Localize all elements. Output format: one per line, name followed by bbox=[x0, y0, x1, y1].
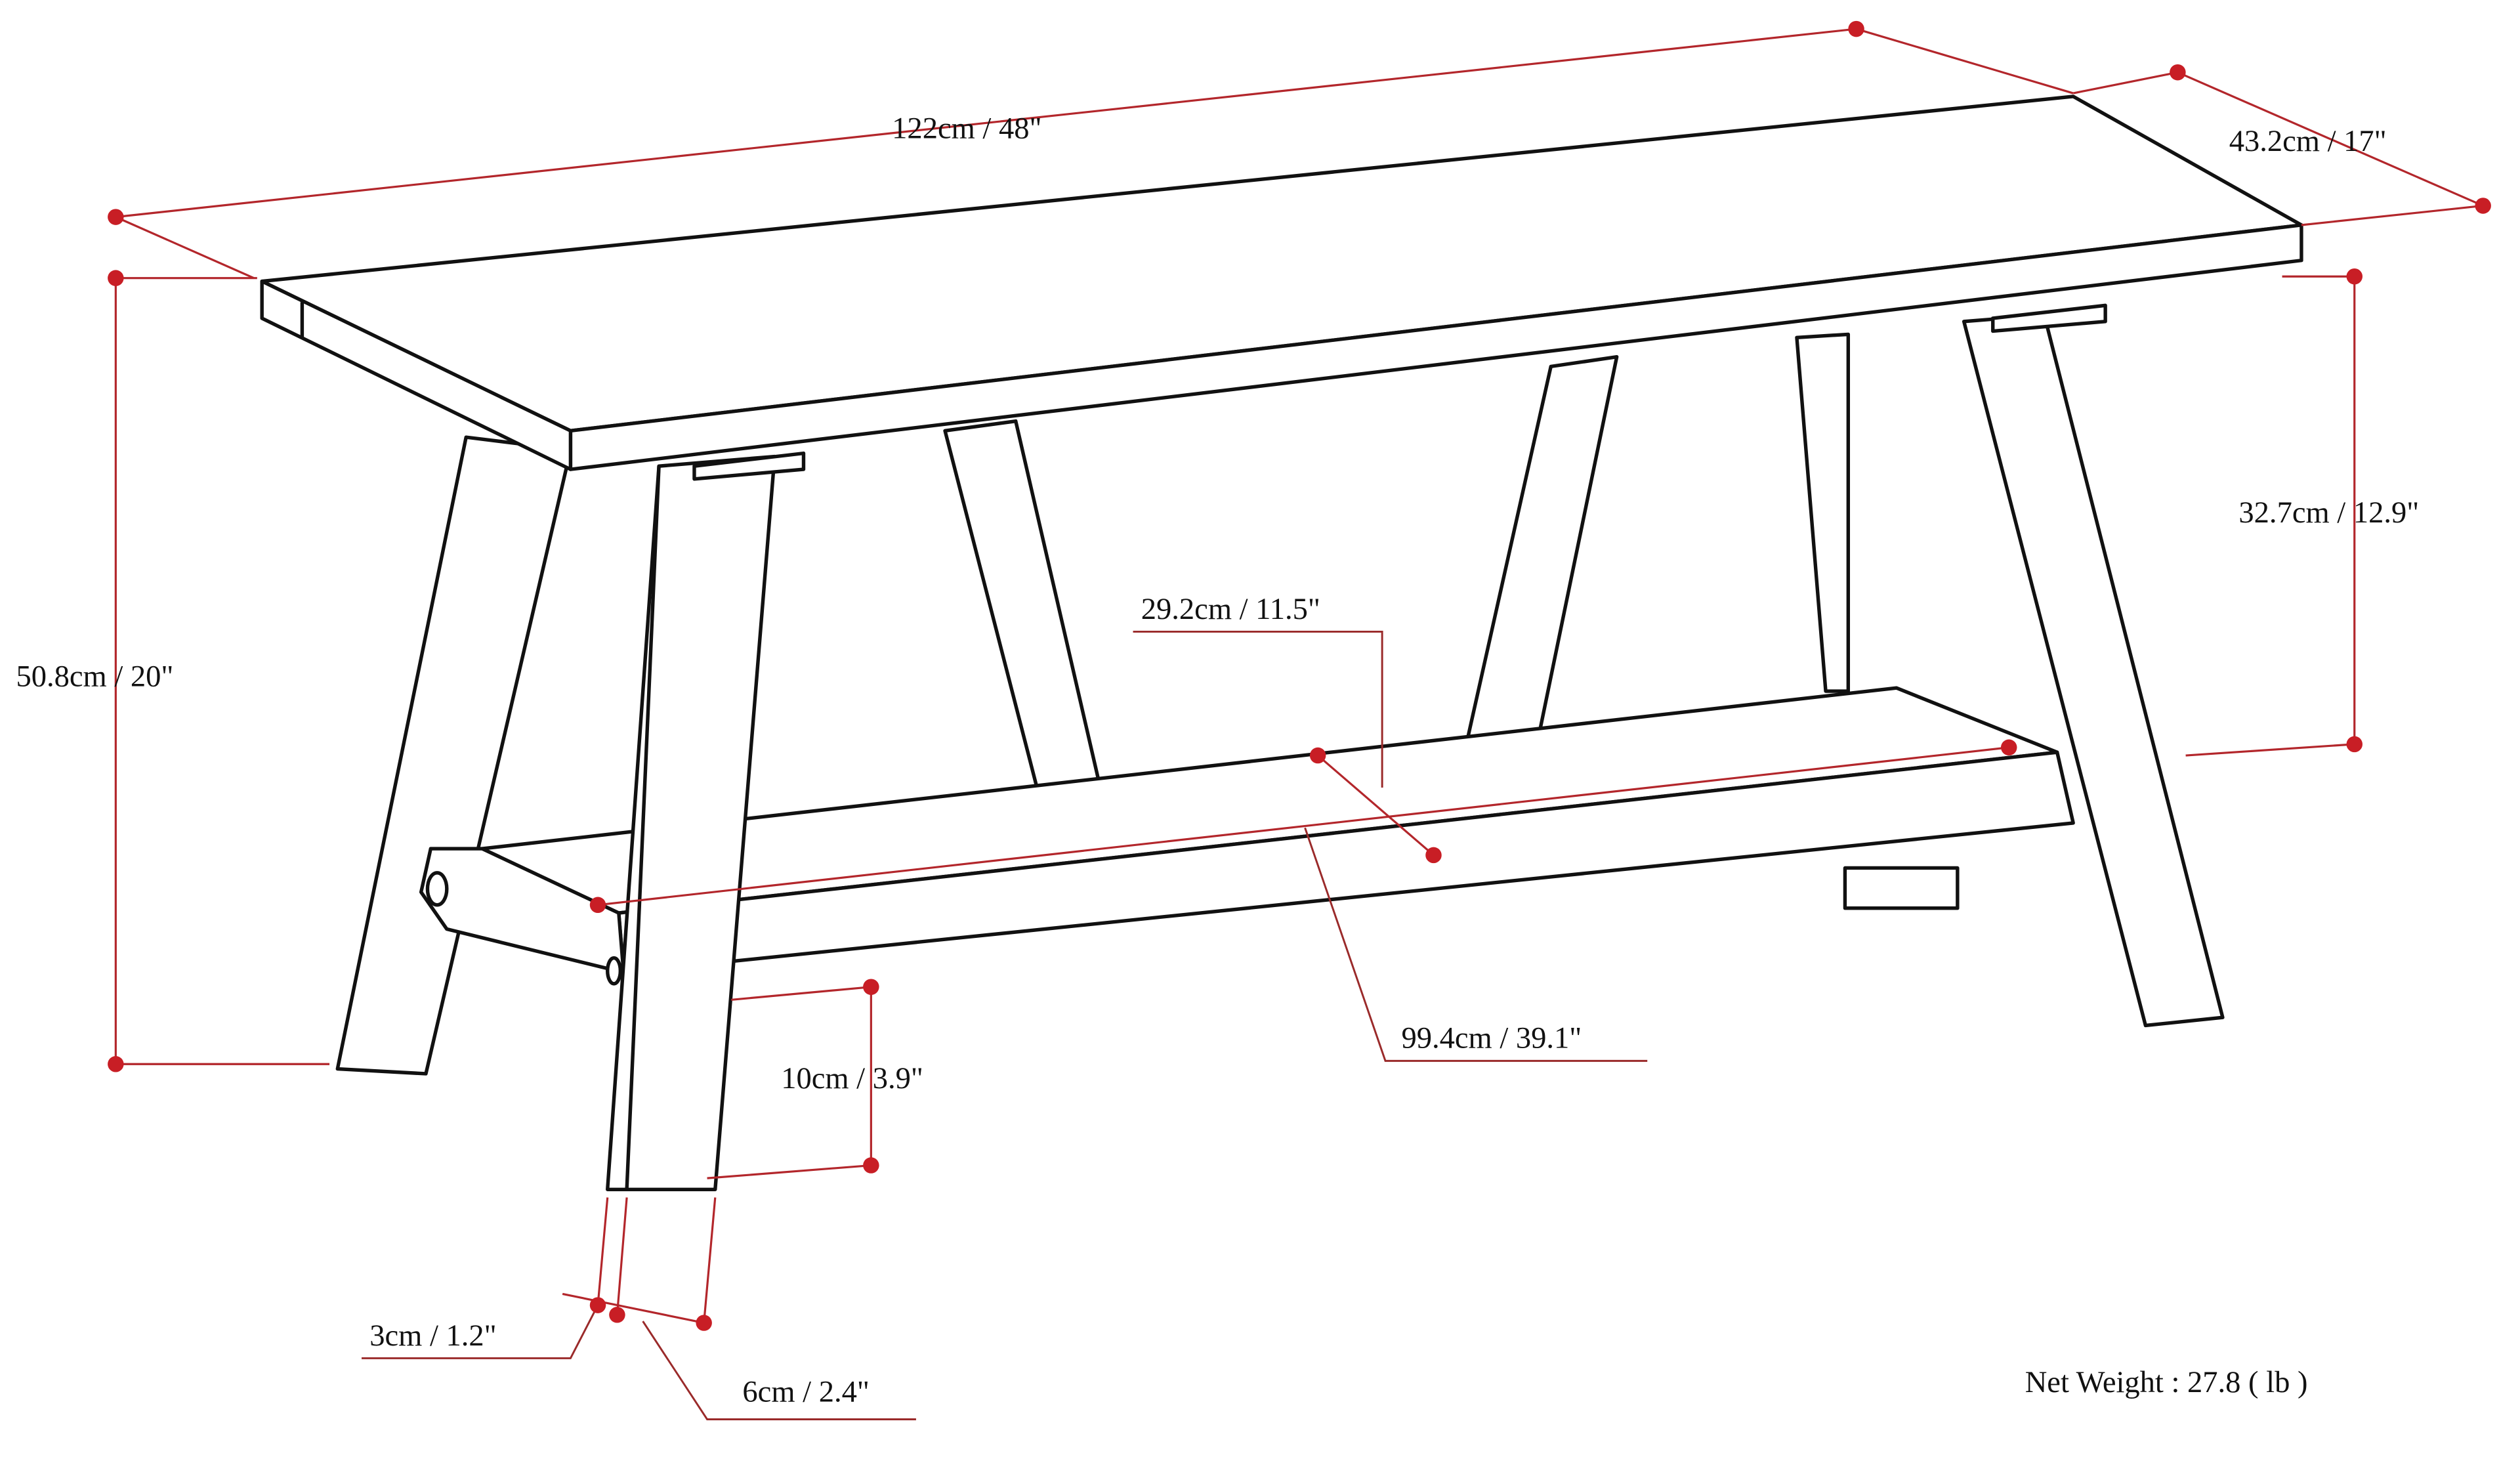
label-leg-width: 6cm / 2.4" bbox=[742, 1376, 869, 1409]
label-shelf-clearance: 32.7cm / 12.9" bbox=[2238, 496, 2419, 530]
label-length: 122cm / 48" bbox=[892, 112, 1041, 146]
front-right-leg bbox=[1962, 313, 2225, 1028]
label-depth: 43.2cm / 17" bbox=[2229, 125, 2387, 158]
dimension-labels: 122cm / 48" 43.2cm / 17" 50.8cm / 20" 32… bbox=[16, 112, 2419, 1409]
label-leg-thickness: 3cm / 1.2" bbox=[369, 1319, 496, 1353]
bench-top-end-face bbox=[260, 279, 573, 471]
back-right-leg bbox=[1795, 332, 1851, 693]
back-left-leg bbox=[335, 435, 573, 1076]
front-left-leg-edge bbox=[625, 466, 661, 1190]
label-shelf-length: 99.4cm / 39.1" bbox=[1402, 1022, 1582, 1055]
dimension-lines bbox=[114, 28, 2484, 1420]
rail-bolt-left bbox=[425, 871, 449, 907]
back-right-foot bbox=[1843, 866, 1960, 910]
rail-bolt-right bbox=[606, 956, 622, 986]
dimension-dots bbox=[108, 20, 2491, 1331]
top-cleat-left bbox=[692, 451, 806, 481]
label-shelf-depth: 29.2cm / 11.5" bbox=[1141, 593, 1320, 626]
label-height: 50.8cm / 20" bbox=[16, 660, 173, 694]
label-shelf-height: 10cm / 3.9" bbox=[781, 1062, 923, 1095]
top-cleat-right bbox=[1991, 303, 2107, 333]
label-net-weight: Net Weight : 27.8 ( lb ) bbox=[2025, 1366, 2308, 1399]
bench-drawing bbox=[260, 95, 2303, 1191]
